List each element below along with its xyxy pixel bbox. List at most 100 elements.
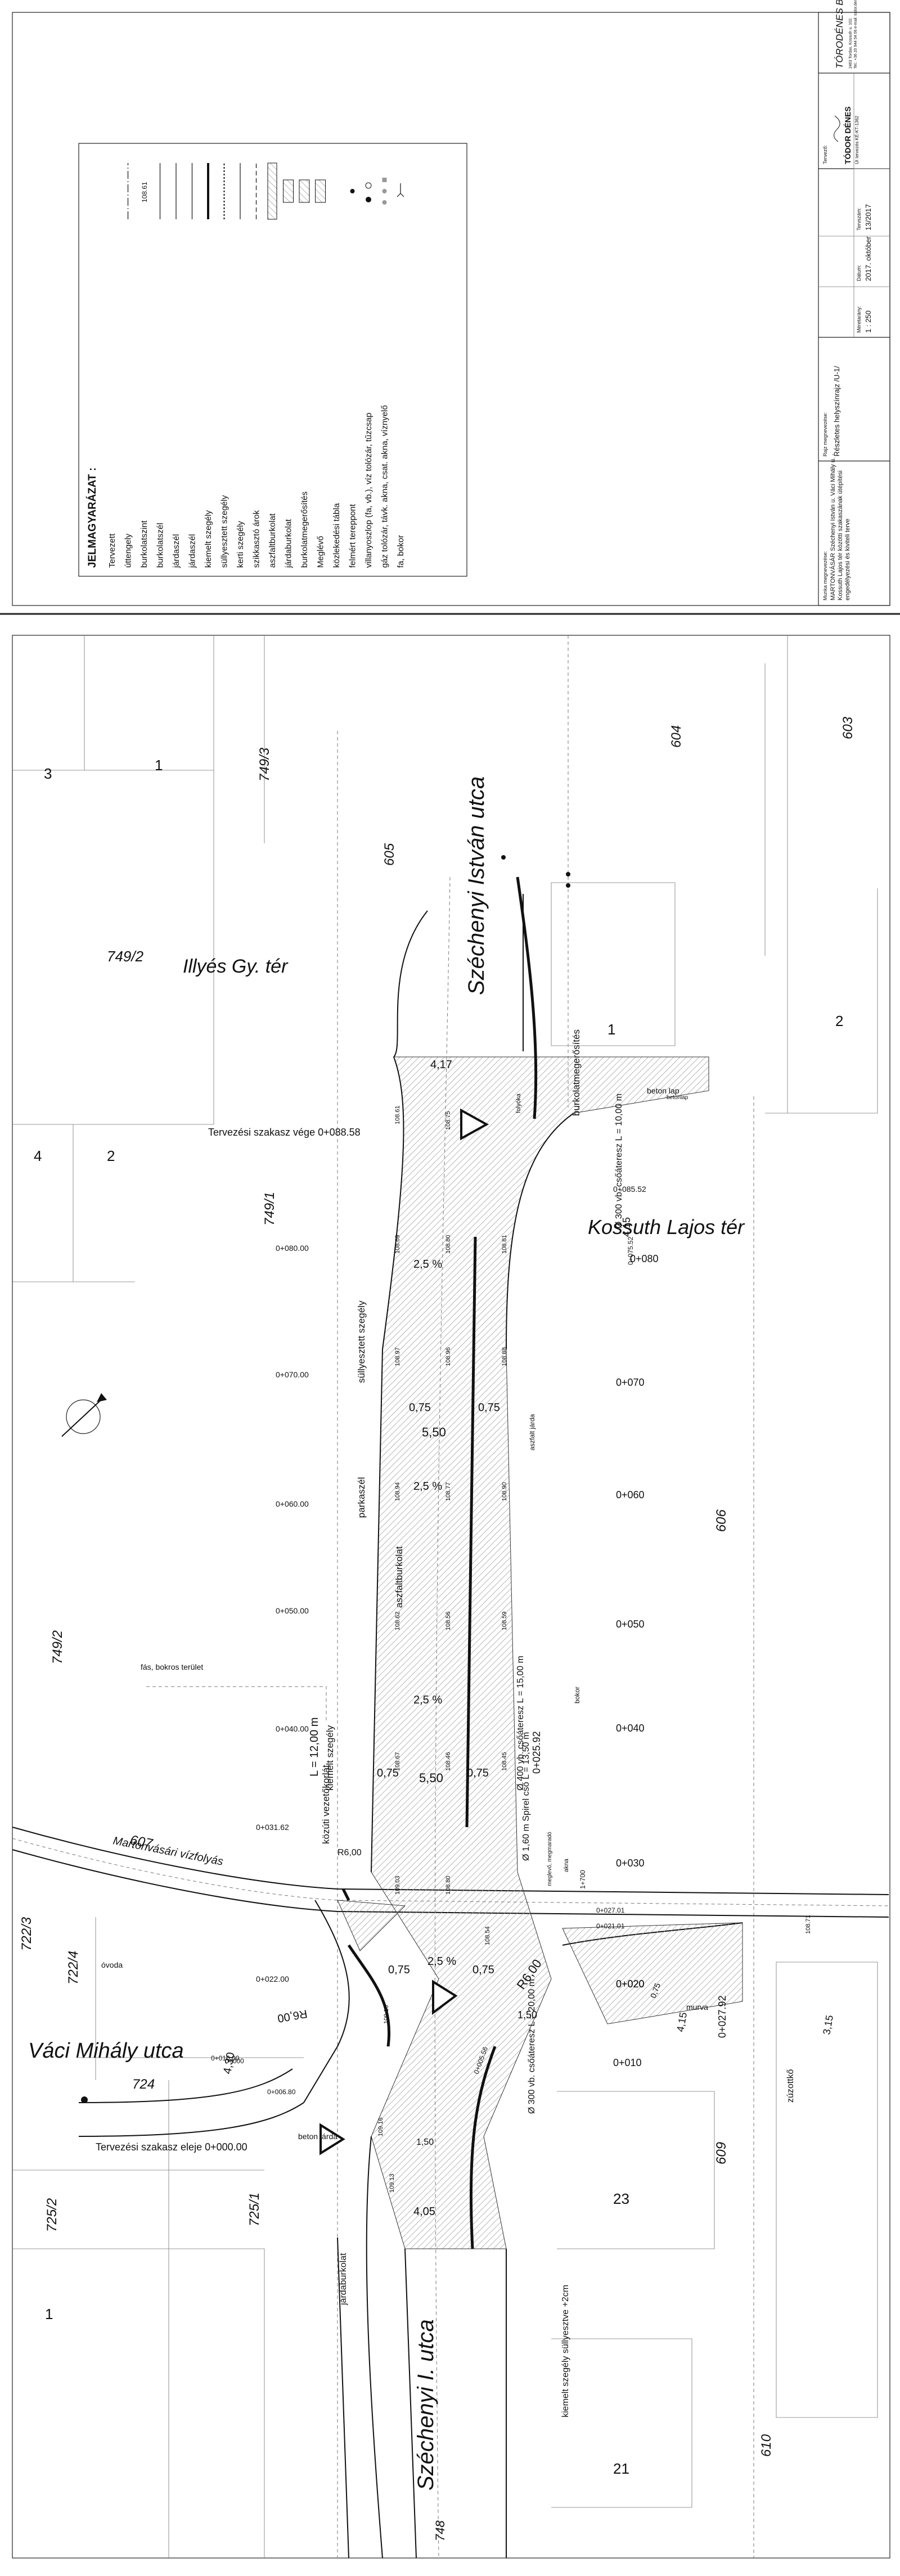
note-label: kiemelt szegély (325, 1725, 335, 1791)
level-label: 109.10 (383, 2005, 390, 2024)
parcel-number: 725/2 (44, 2198, 60, 2232)
dimension-label: 4,15 (674, 2012, 689, 2033)
note-label: bokor (573, 1687, 581, 1703)
station-label: 0+027.01 (596, 1906, 625, 1914)
note-label: Ø 300 vb. csőáteresz L = 20,00 m (527, 1979, 537, 2114)
signature-scribble (833, 115, 840, 142)
level-label: 109.03 (394, 1875, 401, 1895)
parcel-number: 604 (669, 725, 684, 748)
legend-item: burkolatszint 108.61 (140, 182, 149, 568)
dimension-label: 0,75 (409, 1402, 431, 1414)
scale-label: Méretarány: (856, 306, 862, 333)
parcel-number: 606 (714, 1509, 729, 1532)
dimension-label: 5,50 (422, 1425, 446, 1439)
station-label: 0+030 (616, 1858, 645, 1869)
street-label: Váci Mihály utca (28, 2039, 184, 2063)
station-label: 0+080 (630, 1253, 659, 1264)
designer-label: Tervező: (822, 145, 828, 164)
dimension-label: 0,75 (388, 1964, 410, 1976)
legend-item: úttengely (124, 163, 133, 568)
legend-item: Meglévő (315, 179, 326, 568)
station-label: 0+031.62 (256, 1823, 289, 1832)
dimension-label: L = 12,00 m (308, 1718, 321, 1777)
dimension-label: 0,75 (472, 1964, 494, 1976)
level-label: 108.75 (445, 1111, 452, 1130)
level-label: 108.77 (445, 1482, 452, 1501)
dimension-label: 4,15 (621, 1217, 632, 1237)
dimension-label: 0,75 (478, 1402, 500, 1414)
dimension-label: 4,17 (430, 1059, 452, 1071)
dimension-label: 0,75 (377, 1767, 399, 1779)
parcel-number: 1 (155, 757, 163, 774)
legend-item-label: kiemelt szegély (204, 510, 213, 568)
legend-item-label: közlekedési tábla (332, 503, 341, 568)
note-label: Ø 400 vb. csőáteresz L = 15,00 m (516, 1656, 525, 1791)
station-label: 0+025.92 (531, 1731, 542, 1774)
level-label: 108.90 (501, 1482, 508, 1501)
legend-item: fa, bokor (396, 183, 406, 568)
station-label: 0+022.00 (256, 1974, 289, 1983)
drawing-name: Részletes helyszínrajz /U-1/ (832, 366, 841, 457)
creek (12, 1827, 889, 1918)
dimension-label: 2,5 % (413, 1694, 442, 1706)
title-block-company: TÓRODÉNES Bt. 2463 Tordas, Kossuth u. 10… (834, 0, 858, 69)
project-label: Munka megnevezése: (822, 551, 828, 600)
parcel-number: 610 (759, 2434, 774, 2457)
station-label: 0+080.00 (276, 1244, 309, 1253)
title-block-designer: Tervező: TÓDOR DÉNES Út tervezés KÉ-KT-1… (822, 106, 860, 164)
station-label: 0+060 (616, 1489, 645, 1501)
note-label: folyóka (515, 1093, 522, 1113)
street-label: Széchenyi István utca (464, 776, 489, 995)
dimension-label: 3,15 (821, 2014, 835, 2036)
legend-title: JELMAGYARÁZAT : (86, 468, 98, 568)
company-name: TÓRODÉNES Bt. (834, 0, 845, 69)
parcel-number: 722/3 (19, 1917, 34, 1951)
parcel-number: 722/4 (66, 1951, 81, 1985)
note-label: aszfalt járda (528, 1414, 536, 1450)
legend-item-label: aszfaltburkolat (268, 513, 277, 568)
station-label: 0+040.00 (276, 1724, 309, 1733)
plan-frame (12, 635, 890, 2559)
station-label: 0+027.92 (717, 1995, 728, 2038)
parcel-number: 603 (840, 716, 856, 739)
legend-item: burkolatmegerősítés (299, 179, 310, 568)
dimension-label: 2,5 % (413, 1480, 442, 1493)
legend-level-value: 108.61 (141, 182, 148, 202)
level-label: 108.59 (501, 1611, 508, 1630)
note-label: Ø 1,60 m Spirel cső L = 13,50 m (521, 1732, 531, 1861)
legend-item: felmért tereppont (348, 189, 358, 568)
note-label: betonlap (667, 1095, 688, 1101)
title-block-project: Munka megnevezése: MARTONVÁSÁR Széchenyi… (822, 453, 851, 600)
street-label: Illyés Gy. tér (183, 956, 289, 977)
parcel-number: 749/1 (262, 1192, 277, 1226)
station-label: 0+070 (616, 1377, 645, 1388)
level-label: 109.13 (389, 2173, 395, 2193)
tree-icons (81, 855, 570, 2103)
parcel-number: 1 (45, 2306, 53, 2322)
traffic-signs (320, 1108, 489, 2155)
sign-triangle-icon (432, 1980, 458, 2015)
dimension-label: R6,00 (277, 2007, 308, 2024)
parcel-number: 749/2 (50, 1630, 65, 1664)
scale-value: 1 : 250 (864, 310, 872, 333)
legend-item-label: burkolatszint (140, 520, 149, 568)
title-block-scale: Méretarány: 1 : 250 (856, 306, 872, 333)
parcel-lines (12, 635, 878, 2558)
level-label: 108.96 (445, 1347, 452, 1366)
level-label: 108.69 (394, 1235, 401, 1254)
drawing-label: Rajz megnevezése: (822, 412, 828, 457)
dimension-label: 5,50 (419, 1771, 443, 1785)
parcel-number: 749/3 (257, 747, 272, 781)
station-label: 0+075.52 (627, 1236, 634, 1265)
note-label: Ø 300 vb. csőáteresz L = 10,00 m (614, 1093, 624, 1228)
legend-item: Tervezett (107, 533, 117, 568)
level-label: 108.46 (445, 1752, 452, 1771)
legend-item: járdaburkolat (283, 179, 294, 568)
number-value: 13/2017 (864, 204, 872, 231)
station-label: 0+050 (616, 1619, 645, 1630)
station-label: 0+050.00 (276, 1606, 309, 1615)
dimension-label: 1,50 (518, 2009, 537, 2021)
station-label: 0+020 (616, 1978, 645, 1990)
